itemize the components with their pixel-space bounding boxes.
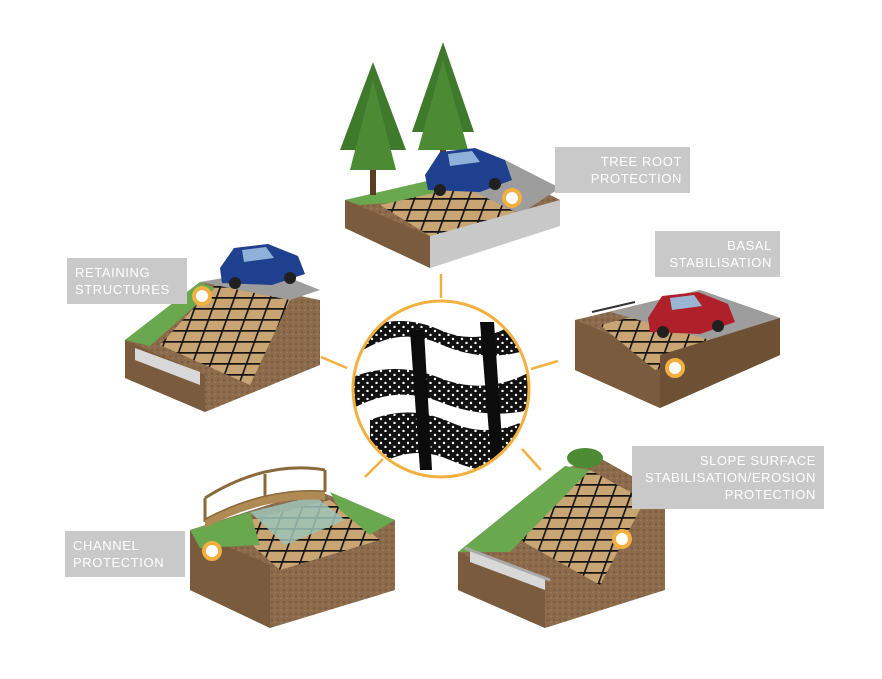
scene-slope [458, 448, 665, 628]
car-red [648, 292, 735, 338]
label-channel-line2: PROTECTION [73, 555, 165, 570]
label-tree-root-line2: PROTECTION [590, 171, 682, 186]
car-blue-top [425, 148, 512, 196]
scene-retaining [125, 244, 320, 412]
label-retaining: RETAINING STRUCTURES [67, 258, 187, 304]
marker-slope [612, 529, 632, 549]
scene-tree-root [340, 42, 560, 268]
label-retaining-line1: RETAINING [75, 265, 151, 280]
marker-tree-root [502, 188, 522, 208]
label-basal-line2: STABILISATION [669, 255, 772, 270]
label-channel-line1: CHANNEL [73, 538, 140, 553]
connector-spokes [320, 274, 559, 478]
label-retaining-line2: STRUCTURES [75, 282, 170, 297]
scene-basal [575, 290, 780, 408]
label-tree-root-line1: TREE ROOT [600, 154, 682, 169]
label-slope: SLOPE SURFACE STABILISATION/EROSION PROT… [632, 446, 824, 509]
label-basal: BASAL STABILISATION [655, 231, 780, 277]
marker-channel [202, 541, 222, 561]
geocell-closeup [353, 301, 529, 477]
marker-retaining [192, 286, 212, 306]
label-slope-line3: PROTECTION [724, 487, 816, 502]
label-tree-root: TREE ROOT PROTECTION [555, 147, 690, 193]
label-basal-line1: BASAL [727, 238, 772, 253]
label-slope-line2: STABILISATION/EROSION [644, 470, 816, 485]
car-blue-left [220, 244, 305, 289]
label-slope-line1: SLOPE SURFACE [699, 453, 816, 468]
marker-basal [665, 358, 685, 378]
label-channel: CHANNEL PROTECTION [65, 531, 185, 577]
tree-left [340, 62, 406, 195]
closeup-ring [351, 299, 531, 479]
